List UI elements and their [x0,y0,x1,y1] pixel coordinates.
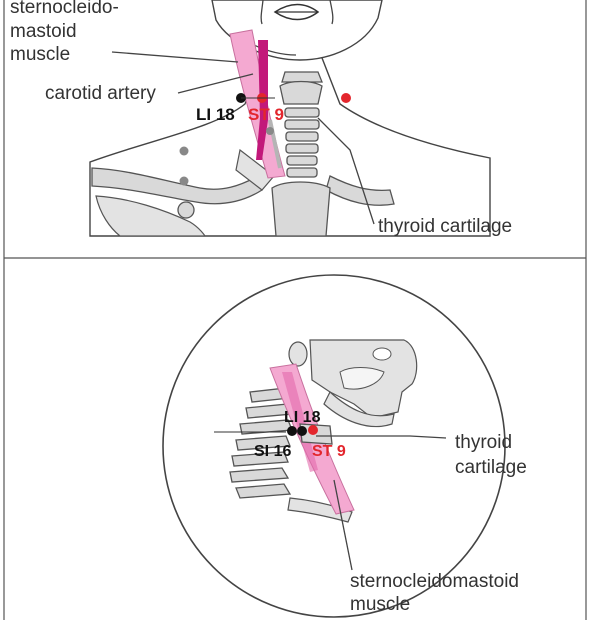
scm-label-line3: muscle [10,44,70,65]
leader-carotid [177,73,254,94]
gray-point-1 [179,146,189,156]
st9-point [308,425,318,435]
leader-thyroid-top [317,117,375,225]
leader-thyroid-bottom [316,435,447,439]
scm-label-line1: sternocleido- [10,0,119,18]
li18-label-bottom: LI 18 [284,409,321,426]
top-neck-illustration [89,0,491,237]
leader-scm-bottom [333,479,353,571]
scapula [95,195,207,237]
nasolabial-left [260,0,264,25]
right-clavicle [325,175,395,206]
thyroid-cartilage-label-top: thyroid cartilage [378,216,512,237]
si16-point [287,426,297,436]
gray-point-2 [179,176,189,186]
inset-circle [162,274,506,618]
trachea [279,71,323,178]
thyroid-label-bottom-line2: cartilage [455,457,527,478]
muscle-stripe [282,372,318,472]
cervical-spine [229,387,293,499]
first-rib-left [235,148,275,191]
teeth [339,367,385,390]
st9-label-bottom: ST 9 [312,443,346,460]
li18-label-top: LI 18 [196,105,235,124]
thyroid-label-bottom-line1: thyroid [455,432,512,453]
gray-point-3 [266,127,274,135]
sternum [271,181,331,237]
carotid-artery-label: carotid artery [45,83,156,104]
clavicle-side [287,497,353,523]
scm-label-bottom-line1: sternocleidomastoid [350,571,519,592]
ear [288,341,308,367]
si16-label: SI 16 [254,443,291,460]
li18-point [297,426,307,436]
mandible [323,391,395,428]
side-neck-illustration [214,339,447,571]
humerus-head [177,201,195,219]
scm-label-bottom-line2: muscle [350,594,410,615]
eye-socket [372,347,392,361]
st9-label-top: ST 9 [248,105,284,124]
st9-point-right-top [341,93,351,103]
leader-scm-top [111,51,239,63]
scm-label-line2: mastoid [10,21,77,42]
nasolabial-right [329,0,334,25]
